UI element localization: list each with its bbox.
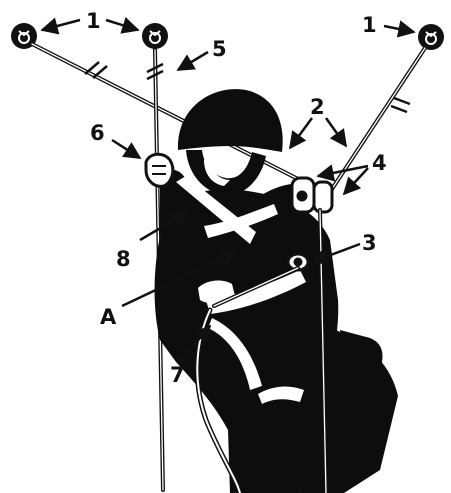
label-tether: 7: [170, 363, 185, 387]
label-anchor-right: 1: [362, 13, 377, 37]
label-rope-grab: 6: [90, 121, 105, 145]
label-device-lower: 3: [362, 231, 377, 255]
label-harness-strap: 8: [116, 247, 131, 271]
label-backup-rope: 5: [212, 37, 227, 61]
anchor-right-icon: [418, 24, 444, 50]
label-device-upper: 4: [372, 151, 387, 175]
rope-grab-hand: [146, 154, 173, 186]
anchor-middle-icon: [142, 23, 168, 49]
label-rope-split: 2: [310, 95, 325, 119]
label-attachment: A: [100, 305, 117, 329]
label-anchor-left: 1: [86, 9, 101, 33]
